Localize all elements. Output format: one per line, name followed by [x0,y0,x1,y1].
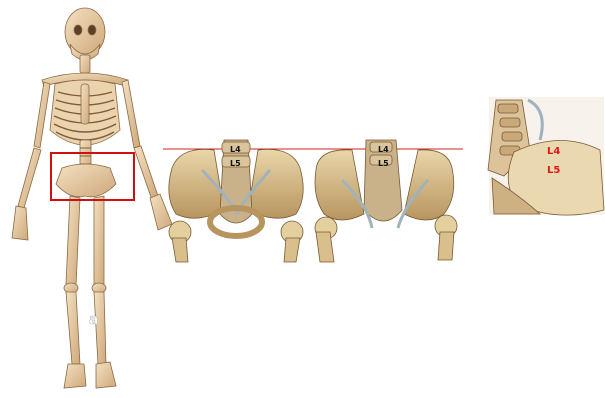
left-forearm [18,148,41,208]
right-femur [94,196,104,286]
right-forearm [134,146,158,200]
front-l4-label: L4 [230,145,241,154]
front-l5-label: L5 [230,159,241,168]
right-foot [96,362,116,388]
pelvis-side-closeup [488,97,604,215]
sternum [81,84,89,124]
side-l5-label: L5 [547,165,560,176]
pelvis [56,164,116,197]
left-humerus [34,82,50,148]
side-l4-label: L4 [547,146,560,157]
cervical-spine [80,55,90,73]
back-l5-label: L5 [378,159,389,168]
full-skeleton [12,8,172,388]
right-tibia [94,292,106,364]
left-femur [66,196,80,286]
left-tibia [66,292,80,364]
right-humerus [122,80,140,148]
left-hand [12,206,28,240]
watermark-mark: a [89,312,98,328]
left-foot [64,364,86,388]
back-l4-label: L4 [378,145,389,154]
right-hand [150,194,172,230]
